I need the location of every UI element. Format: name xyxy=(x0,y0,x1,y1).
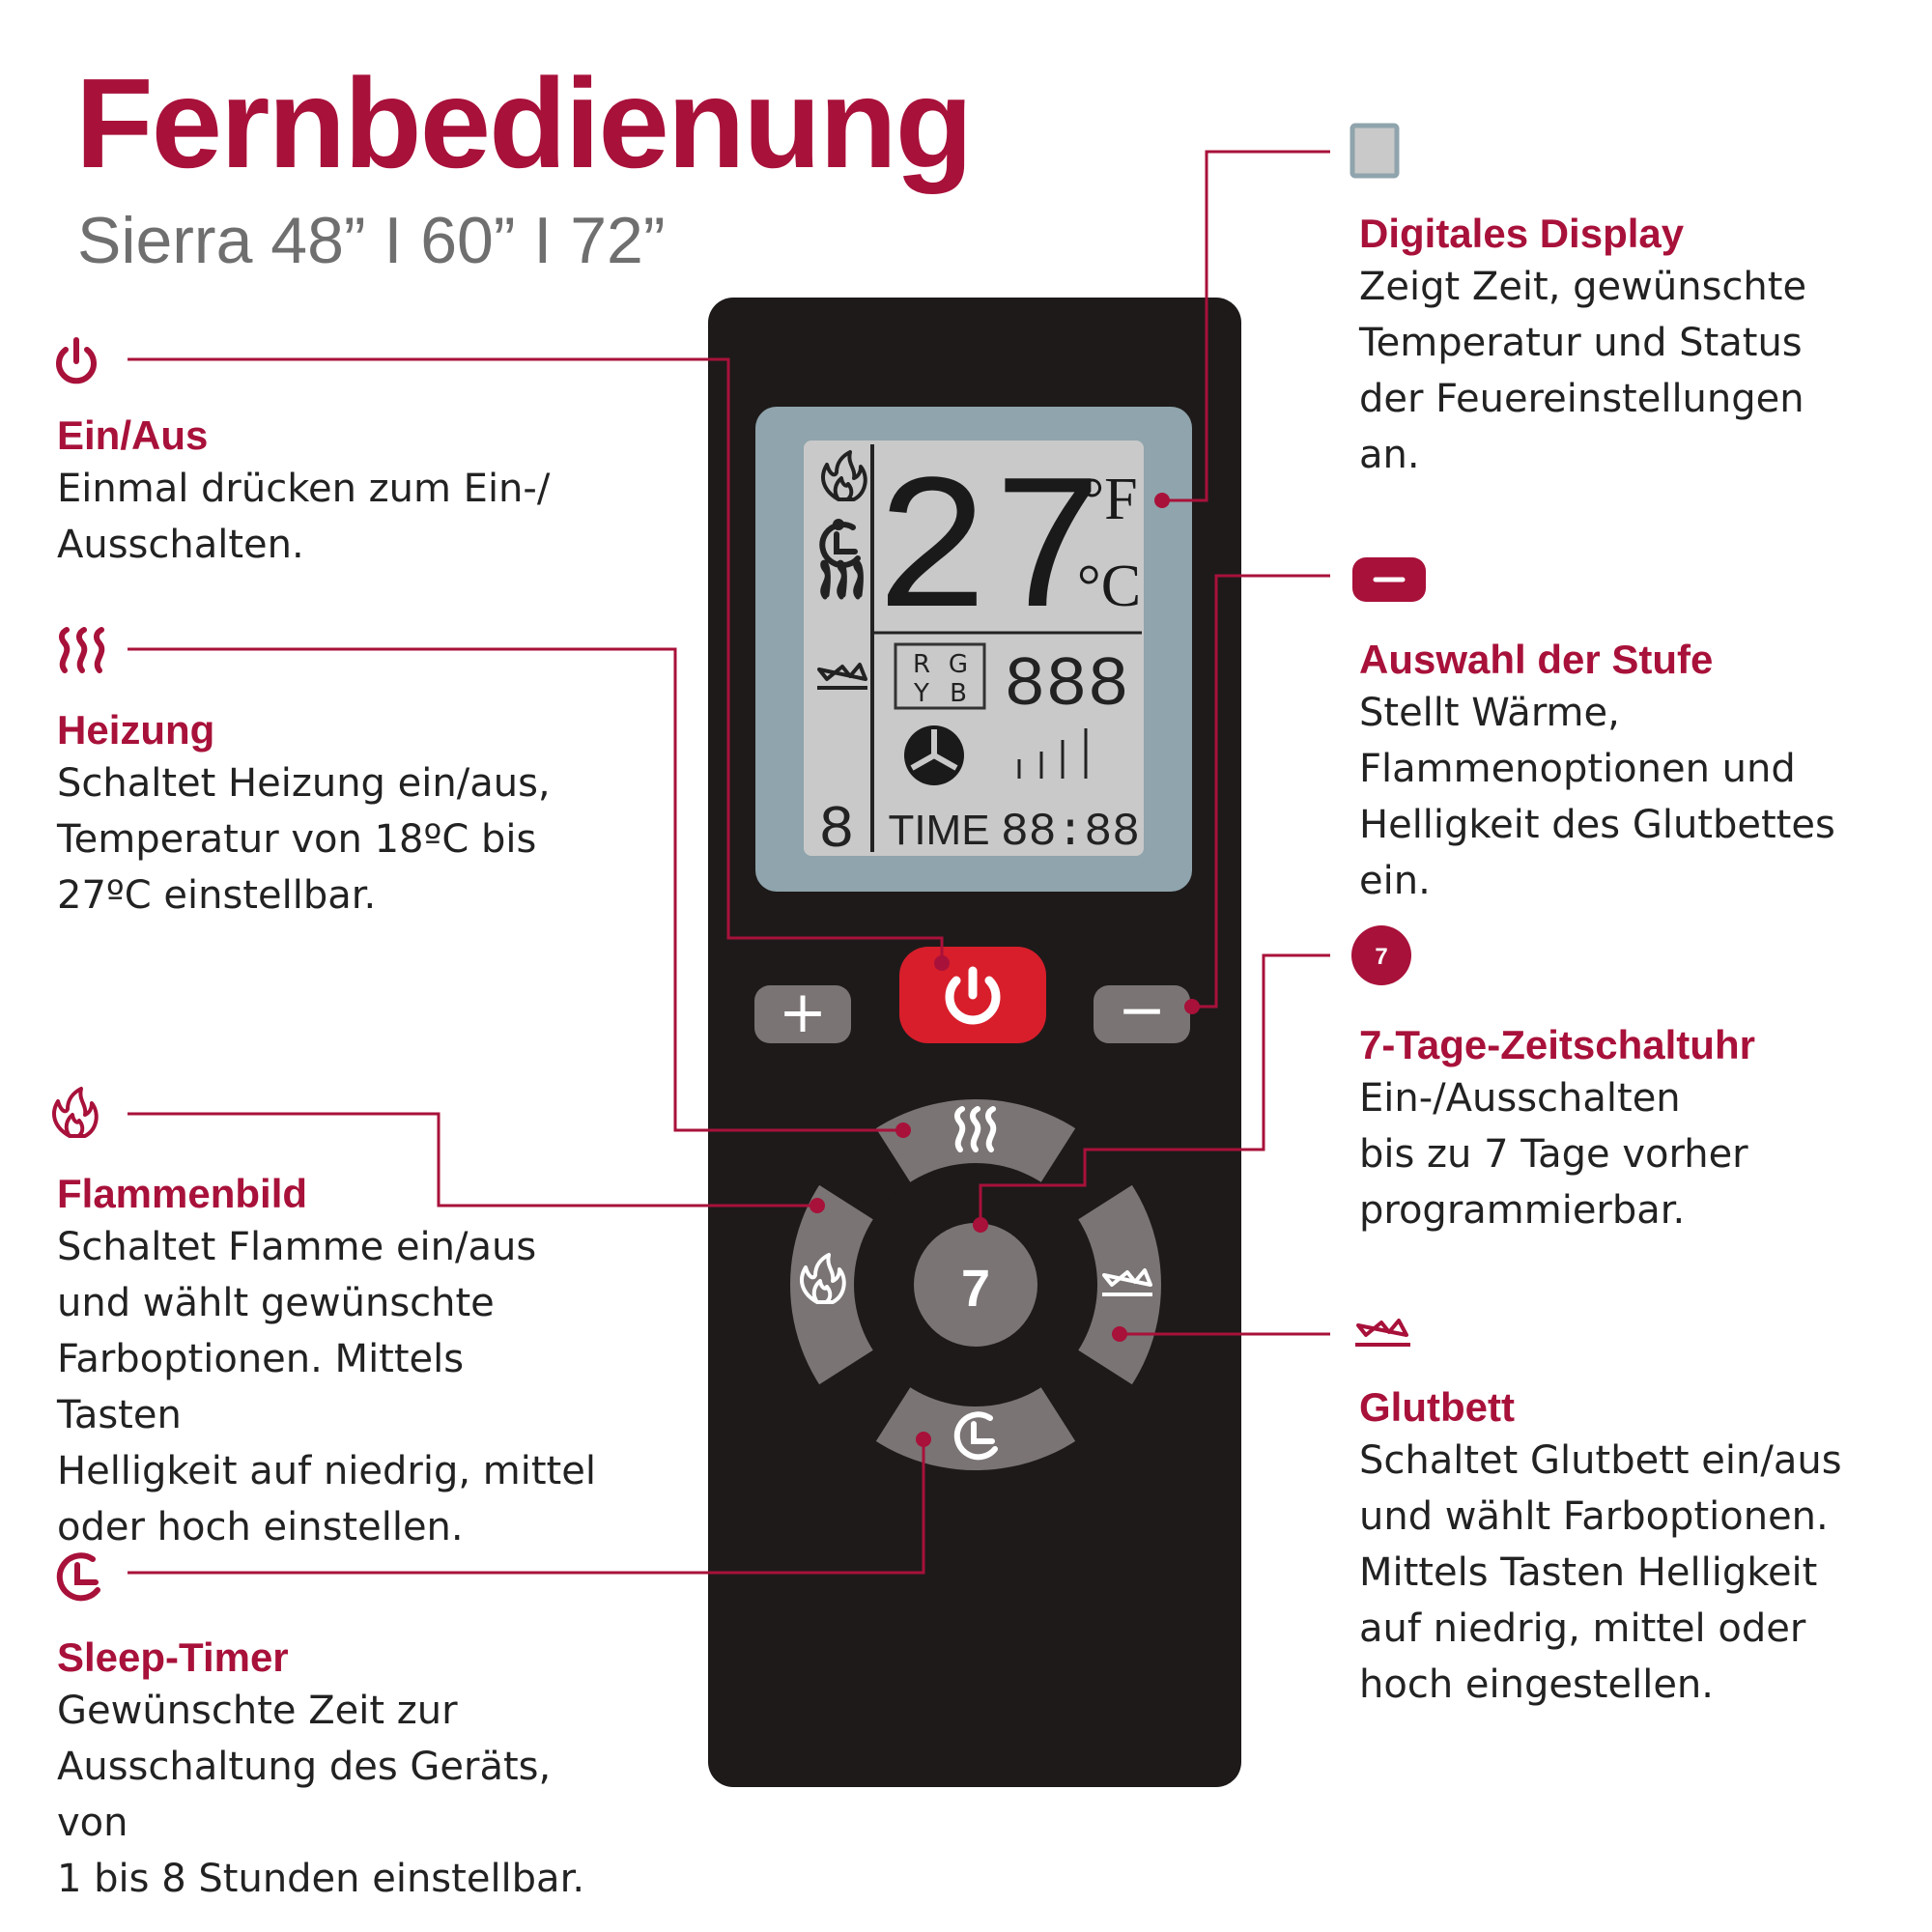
sleep-timer-icon xyxy=(56,1552,100,1602)
leader-display xyxy=(1162,150,1330,502)
leader-week xyxy=(979,953,1330,1225)
lcd-temperature: 27 xyxy=(874,445,1106,665)
annotation-week-title: 7-Tage-Zeitschaltuhr xyxy=(1359,1022,1755,1067)
annotation-flame-line-3: Farboptionen. Mittels Tasten xyxy=(57,1337,465,1437)
annotation-sleep: Sleep-Timer Gewünschte Zeit zur Ausschal… xyxy=(57,1633,598,1907)
annotation-level-line-1: Stellt Wärme, xyxy=(1359,691,1620,735)
annotation-heat-title: Heizung xyxy=(57,707,215,753)
display-icon xyxy=(1350,123,1400,179)
lcd-rgb-b: B xyxy=(950,679,967,708)
annotation-level-line-4: ein. xyxy=(1359,859,1431,903)
lcd-ember-icon xyxy=(817,663,867,690)
annotation-week: 7-Tage-Zeitschaltuhr Ein-/Ausschalten bi… xyxy=(1359,1020,1900,1238)
annotation-display-line-1: Zeigt Zeit, gewünschte xyxy=(1359,265,1807,309)
flame-icon xyxy=(52,1087,99,1138)
flame-button-icon xyxy=(800,1253,846,1304)
leader-sleep xyxy=(128,1439,925,1575)
lcd-unit-celsius: °C xyxy=(1077,554,1141,619)
annotation-flame-title: Flammenbild xyxy=(57,1171,308,1216)
annotation-power-line-1: Einmal drücken zum Ein-/ xyxy=(57,467,551,511)
power-icon xyxy=(56,337,97,384)
annotation-level-line-2: Flammenoptionen und xyxy=(1359,747,1796,791)
page-title: Fernbedienung xyxy=(75,52,973,194)
annotation-sleep-line-3: 1 bis 8 Stunden einstellbar. xyxy=(57,1857,585,1901)
power-button[interactable] xyxy=(899,947,1046,1043)
annotation-week-line-3: programmierbar. xyxy=(1359,1188,1686,1233)
annotation-power-title: Ein/Aus xyxy=(57,412,209,458)
annotation-flame-line-1: Schaltet Flamme ein/aus xyxy=(57,1225,537,1269)
annotation-week-line-1: Ein-/Ausschalten xyxy=(1359,1076,1681,1121)
heat-button-icon xyxy=(953,1106,997,1152)
ember-bed-button-icon xyxy=(1102,1268,1152,1296)
annotation-display: Digitales Display Zeigt Zeit, gewünschte… xyxy=(1359,209,1900,483)
lcd-rgb-r: R xyxy=(913,650,930,679)
annotation-sleep-title: Sleep-Timer xyxy=(57,1634,289,1680)
annotation-heat: Heizung Schaltet Heizung ein/aus, Temper… xyxy=(57,705,598,923)
annotation-display-title: Digitales Display xyxy=(1359,211,1685,256)
seven-day-timer-button-label: 7 xyxy=(961,1260,990,1318)
annotation-heat-line-2: Temperatur von 18ºC bis xyxy=(57,817,537,862)
lcd-unit-fahrenheit: °F xyxy=(1080,467,1137,532)
leader-lines xyxy=(128,150,1330,1575)
annotation-ember-line-5: hoch eingestellen. xyxy=(1359,1662,1714,1707)
leader-heat xyxy=(128,647,903,1132)
lcd-fan-icon xyxy=(904,725,964,785)
lcd-rgb-g: G xyxy=(949,650,968,679)
plus-button-label: + xyxy=(779,979,827,1046)
seven-day-timer-button[interactable] xyxy=(914,1223,1037,1347)
annotation-level: Auswahl der Stufe Stellt Wärme, Flammeno… xyxy=(1359,635,1900,909)
annotation-ember-line-2: und wählt Farboptionen. xyxy=(1359,1494,1829,1539)
annotation-ember-line-4: auf niedrig, mittel oder xyxy=(1359,1606,1806,1651)
annotation-heat-line-1: Schaltet Heizung ein/aus, xyxy=(57,761,551,806)
plus-button[interactable]: + xyxy=(754,979,851,1046)
annotation-heat-line-3: 27ºC einstellbar. xyxy=(57,873,377,918)
annotation-sleep-line-1: Gewünschte Zeit zur xyxy=(57,1689,458,1733)
annotation-level-title: Auswahl der Stufe xyxy=(1359,637,1714,682)
lcd-display[interactable]: 8 27 °F °C R G Y B 888 xyxy=(755,407,1192,892)
leader-level xyxy=(1192,574,1330,1009)
annotation-flame-line-5: oder hoch einstellen. xyxy=(57,1505,464,1549)
leader-flame xyxy=(128,1112,817,1208)
leader-dots xyxy=(810,493,1200,1447)
annotation-week-line-2: bis zu 7 Tage vorher xyxy=(1359,1132,1748,1177)
minus-button[interactable]: − xyxy=(1094,977,1190,1044)
lcd-time-label: TIME xyxy=(888,807,989,854)
lcd-timer-digit: 8 xyxy=(818,796,854,865)
lcd-segment-value: 888 xyxy=(1004,646,1129,725)
lcd-time-value: 88:88 xyxy=(1001,807,1140,859)
lcd-level-bars xyxy=(1017,728,1088,779)
lcd-heat-icon xyxy=(820,559,864,600)
annotation-display-line-4: an. xyxy=(1359,433,1420,477)
annotation-power-line-2: Ausschalten. xyxy=(57,523,304,567)
seven-day-icon-label: 7 xyxy=(1375,944,1387,970)
lcd-flame-icon xyxy=(821,450,867,501)
minus-icon xyxy=(1352,557,1426,602)
minus-button-label: − xyxy=(1118,977,1166,1044)
lcd-screen xyxy=(804,440,1144,856)
lcd-sleep-timer-icon xyxy=(819,519,861,569)
lcd-rgb-box xyxy=(894,642,986,710)
sleep-timer-button-icon xyxy=(953,1411,998,1461)
annotation-sleep-line-2: Ausschaltung des Geräts, von xyxy=(57,1745,552,1845)
annotation-ember: Glutbett Schaltet Glutbett ein/aus und w… xyxy=(1359,1382,1900,1713)
annotation-display-line-3: der Feuereinstellungen xyxy=(1359,377,1804,421)
annotation-flame: Flammenbild Schaltet Flamme ein/aus und … xyxy=(57,1169,598,1555)
leader-power xyxy=(128,357,944,963)
annotation-flame-line-4: Helligkeit auf niedrig, mittel xyxy=(57,1449,596,1493)
ember-bed-icon xyxy=(1355,1319,1410,1347)
annotation-flame-line-2: und wählt gewünschte xyxy=(57,1281,495,1325)
seven-day-icon: 7 xyxy=(1351,925,1411,985)
lcd-rgb-y: Y xyxy=(913,679,929,708)
heat-icon xyxy=(58,627,105,673)
annotation-power: Ein/Aus Einmal drücken zum Ein-/ Ausscha… xyxy=(57,411,598,573)
annotation-display-line-2: Temperatur und Status xyxy=(1359,321,1803,365)
annotation-ember-line-3: Mittels Tasten Helligkeit xyxy=(1359,1550,1818,1595)
annotation-ember-line-1: Schaltet Glutbett ein/aus xyxy=(1359,1438,1842,1483)
annotation-level-line-3: Helligkeit des Glutbettes xyxy=(1359,803,1835,847)
power-button-icon xyxy=(945,966,1001,1025)
page-subtitle: Sierra 48” I 60” I 72” xyxy=(77,204,666,277)
annotation-ember-title: Glutbett xyxy=(1359,1384,1515,1430)
